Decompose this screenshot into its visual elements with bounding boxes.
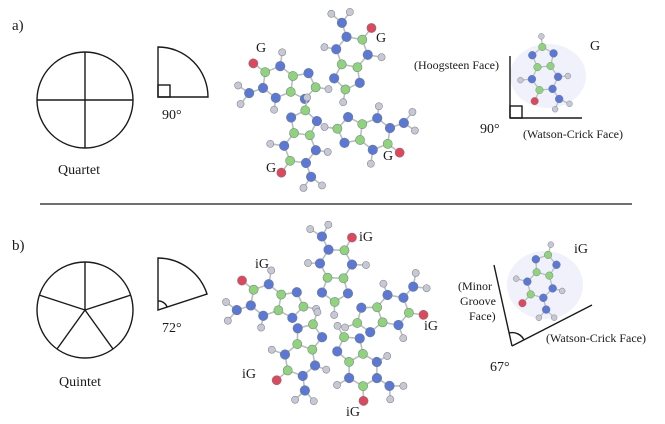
quintet-angle-wedge: [157, 257, 208, 311]
quintet-molecule-label-5: iG: [346, 405, 360, 420]
hoogsteen-molecule-label: G: [590, 39, 600, 54]
quartet-angle-label: 90°: [162, 108, 182, 123]
quartet-label: Quartet: [58, 163, 100, 178]
hoogsteen-face-label: (Hoogsteen Face): [414, 58, 499, 72]
watson-crick-face-label-b: (Watson-Crick Face): [546, 331, 646, 345]
minor-groove-angle-label: 67°: [490, 360, 510, 375]
panel-a-label: a): [12, 18, 24, 34]
quintet-molecule-2: [217, 258, 327, 342]
quartet-diagram: [36, 51, 134, 149]
minor-groove-face-label-1: (Minor: [458, 279, 492, 293]
quartet-molecule-label-1: G: [256, 41, 266, 56]
minor-groove-face-label-3: Face): [469, 309, 496, 323]
quintet-molecule-label-1: iG: [255, 257, 269, 272]
hoogsteen-detail: [509, 30, 586, 119]
quintet-molecule-label-3: iG: [424, 319, 438, 334]
minor-groove-molecule-label: iG: [574, 242, 588, 257]
quartet-molecule-label-2: G: [376, 31, 386, 46]
quartet-molecule-label-3: G: [266, 161, 276, 176]
hoogsteen-angle-label: 90°: [480, 122, 500, 137]
quintet-molecule-label-2: iG: [359, 230, 373, 245]
quintet-angle-label: 72°: [162, 321, 182, 336]
quintet-molecule-label-4: iG: [242, 367, 256, 382]
quartet-molecule-2: [310, 3, 394, 113]
watson-crick-face-label-a: (Watson-Crick Face): [523, 127, 623, 141]
quintet-diagram: [36, 261, 134, 359]
quartet-molecule-label-4: G: [383, 149, 393, 164]
minor-groove-face-label-2: Groove: [460, 294, 496, 308]
minor-groove-detail: [493, 233, 593, 347]
quartet-molecule-1: [230, 41, 338, 122]
quartet-angle-wedge: [157, 46, 209, 98]
quartet-molecule-4: [315, 94, 423, 175]
quartet-molecule-3: [259, 88, 340, 196]
quintet-label: Quintet: [59, 375, 101, 390]
panel-b-label: b): [12, 238, 25, 254]
